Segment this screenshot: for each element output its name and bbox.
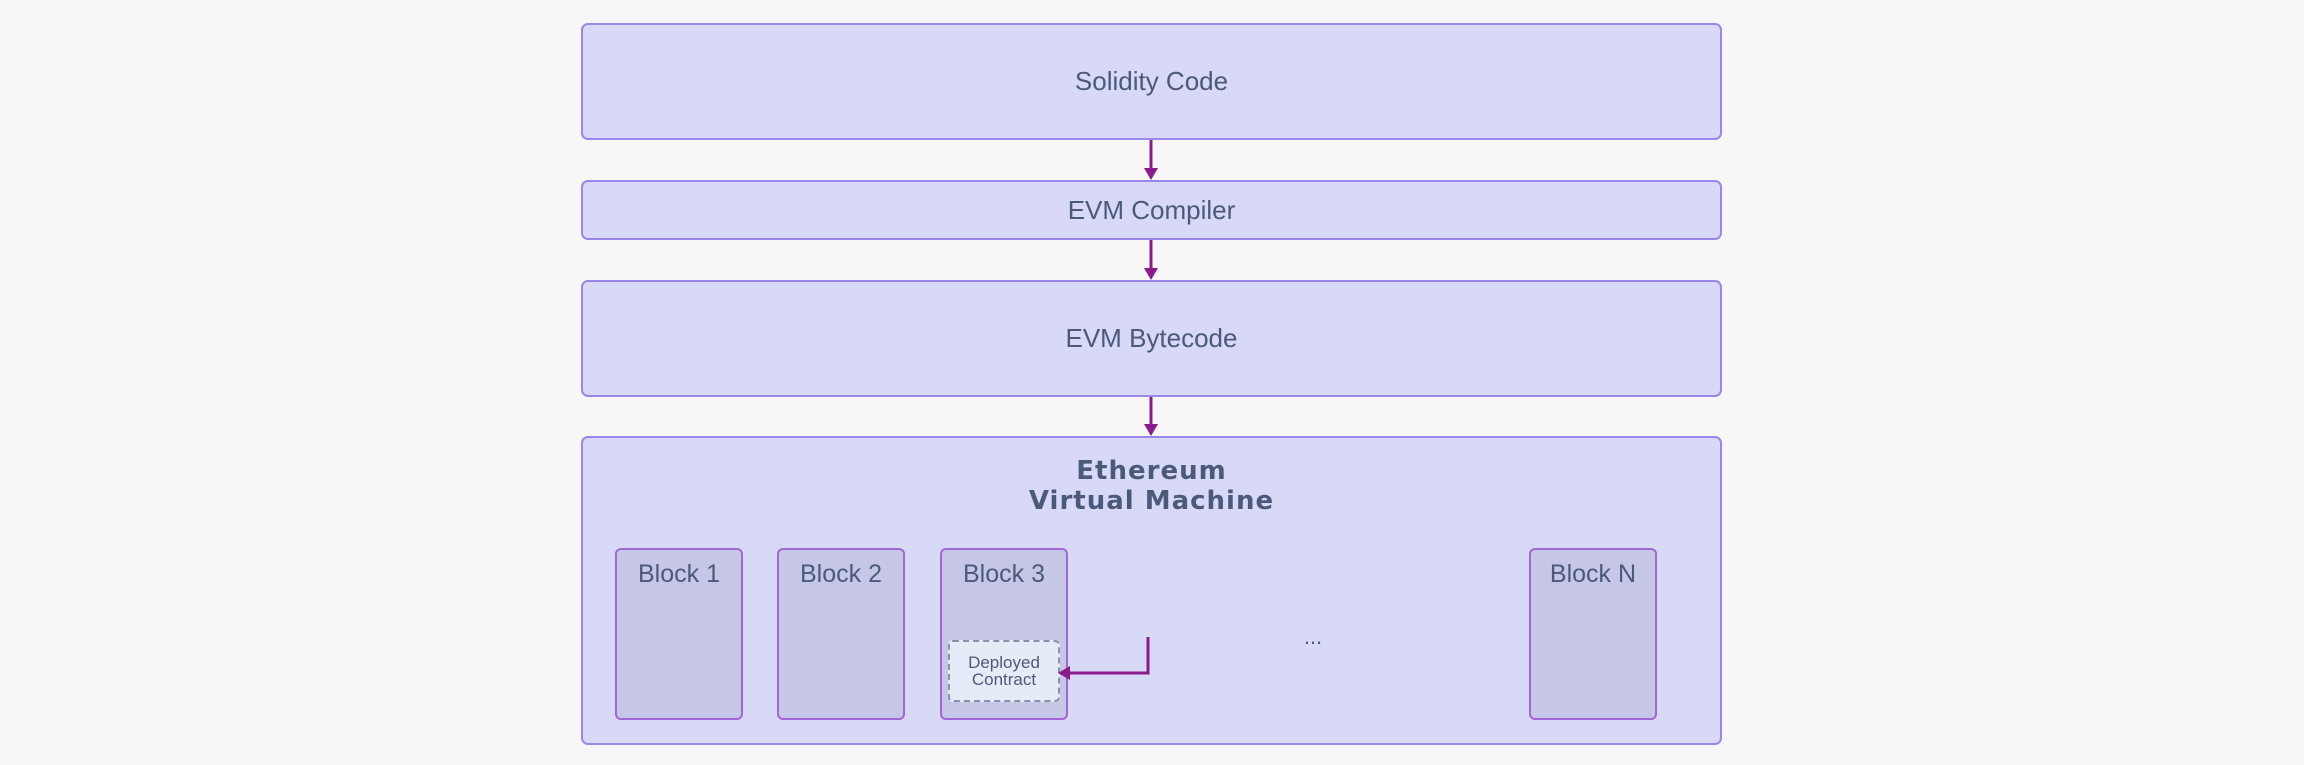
solidity-code-box: Solidity Code: [581, 23, 1722, 140]
ethereum-virtual-machine-box: Ethereum Virtual Machine Block 1 Block 2…: [581, 436, 1722, 745]
block-1-label: Block 1: [638, 560, 720, 588]
deployed-contract-box: Deployed Contract: [948, 640, 1060, 702]
evm-bytecode-box: EVM Bytecode: [581, 280, 1722, 397]
block-1: Block 1: [615, 548, 743, 720]
evm-compiler-box: EVM Compiler: [581, 180, 1722, 240]
deployed-contract-line2: Contract: [971, 670, 1037, 689]
evm-compiler-label: EVM Compiler: [1067, 194, 1236, 225]
deployed-contract-line1: Deployed: [968, 653, 1040, 672]
arrowhead-2: [1144, 268, 1158, 280]
arrowhead-3: [1144, 424, 1158, 436]
vm-title: Ethereum Virtual Machine: [583, 456, 1720, 516]
vm-title-line1: Ethereum: [1076, 456, 1227, 486]
block-2: Block 2: [777, 548, 905, 720]
evm-bytecode-label: EVM Bytecode: [1065, 323, 1238, 353]
block-3: Block 3 Deployed Contract: [940, 548, 1068, 720]
vm-title-line2: Virtual Machine: [1028, 486, 1275, 516]
solidity-code-label: Solidity Code: [1074, 66, 1229, 96]
block-n: Block N: [1529, 548, 1657, 720]
block-3-label: Block 3: [963, 560, 1045, 588]
block-n-label: Block N: [1549, 560, 1637, 588]
more-blocks-ellipsis: ...: [1303, 624, 1323, 649]
arrowhead-1: [1144, 168, 1158, 180]
block-2-label: Block 2: [800, 560, 882, 588]
